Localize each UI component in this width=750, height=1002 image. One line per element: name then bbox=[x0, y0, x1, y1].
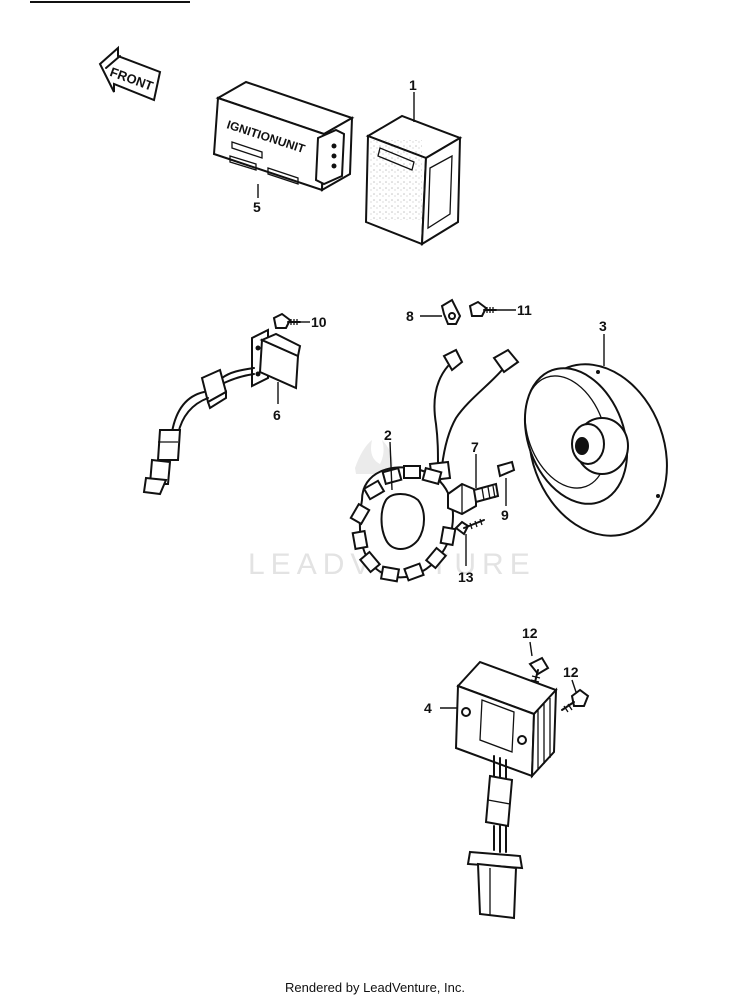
bolt-7 bbox=[447, 482, 500, 516]
callout-10: 10 bbox=[311, 314, 327, 330]
stator bbox=[349, 348, 520, 583]
callout-13: 13 bbox=[458, 569, 474, 585]
callout-1: 1 bbox=[409, 77, 417, 93]
callout-4: 4 bbox=[424, 700, 432, 716]
callout-12-upper: 12 bbox=[522, 625, 538, 641]
pickup-coil bbox=[142, 328, 302, 496]
ignition-unit: IGNITIONUNIT bbox=[212, 80, 355, 192]
callout-9: 9 bbox=[501, 507, 509, 523]
clamp-8 bbox=[440, 298, 462, 325]
screw-13 bbox=[454, 518, 485, 536]
callout-8: 8 bbox=[406, 308, 414, 324]
callout-5: 5 bbox=[253, 199, 261, 215]
callout-7: 7 bbox=[471, 439, 479, 455]
leader-lines bbox=[257, 92, 605, 709]
callout-2: 2 bbox=[384, 427, 392, 443]
front-arrow: FRONT bbox=[98, 45, 162, 102]
rotor bbox=[523, 363, 668, 537]
regulator-rectifier bbox=[454, 660, 558, 920]
callouts: 1 2 3 4 5 6 7 8 9 10 11 12 12 13 bbox=[253, 77, 607, 716]
callout-6: 6 bbox=[273, 407, 281, 423]
footer-credit: Rendered by LeadVenture, Inc. bbox=[285, 980, 465, 995]
screw-10 bbox=[272, 312, 301, 329]
key-9 bbox=[496, 460, 516, 478]
callout-12-lower: 12 bbox=[563, 664, 579, 680]
rubber-cover bbox=[364, 114, 463, 246]
callout-3: 3 bbox=[599, 318, 607, 334]
screw-11 bbox=[468, 300, 497, 317]
callout-11: 11 bbox=[517, 302, 532, 318]
screw-12b bbox=[561, 688, 590, 713]
